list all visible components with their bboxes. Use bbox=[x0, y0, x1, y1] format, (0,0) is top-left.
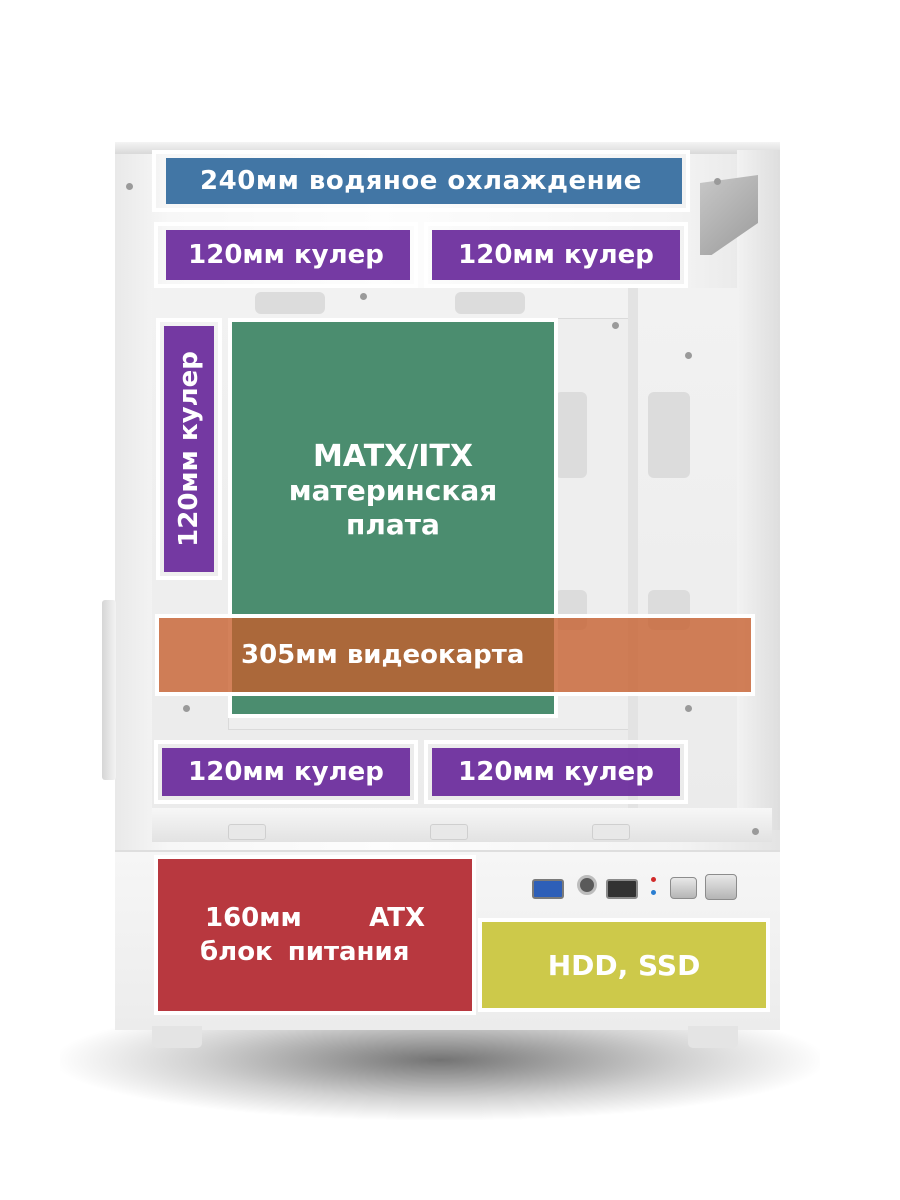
psu-type-label: ATX bbox=[369, 903, 425, 933]
water-cooling-label: 240мм водяное охлаждение bbox=[200, 166, 642, 196]
shelf-notch bbox=[228, 824, 266, 840]
screw bbox=[612, 322, 619, 329]
case-handle bbox=[102, 600, 116, 780]
screw bbox=[714, 178, 721, 185]
storage-label: HDD, SSD bbox=[547, 948, 701, 982]
power-button-icon bbox=[705, 874, 737, 900]
case-side-panel bbox=[737, 150, 780, 830]
fan-top-left-zone: 120мм кулер bbox=[154, 222, 418, 288]
psu-name-label: блок питания bbox=[200, 937, 410, 967]
screw bbox=[752, 828, 759, 835]
shelf-notch bbox=[430, 824, 468, 840]
tray-cutout bbox=[455, 292, 525, 314]
screw bbox=[685, 352, 692, 359]
shelf-notch bbox=[592, 824, 630, 840]
tray-cutout bbox=[648, 392, 690, 478]
tray-cutout bbox=[255, 292, 325, 314]
screw bbox=[126, 183, 133, 190]
screw bbox=[685, 705, 692, 712]
water-cooling-zone: 240мм водяное охлаждение bbox=[152, 150, 690, 212]
storage-zone: HDD, SSD bbox=[478, 918, 770, 1012]
psu-zone: 160мм ATX блок питания bbox=[154, 855, 476, 1015]
usb3-port-icon bbox=[532, 879, 564, 899]
gpu-zone: 305мм видеокарта bbox=[155, 614, 755, 696]
reset-button-icon bbox=[670, 877, 697, 899]
fan-top-right-zone: 120мм кулер bbox=[424, 222, 688, 288]
screw bbox=[360, 293, 367, 300]
tray-cutout bbox=[555, 392, 587, 478]
hdd-led-icon bbox=[651, 890, 656, 895]
fan-bottom-left-zone: 120мм кулер bbox=[154, 740, 418, 804]
case-rib bbox=[628, 288, 638, 808]
gpu-label: 305мм видеокарта bbox=[241, 640, 525, 670]
screw bbox=[183, 705, 190, 712]
audio-jack-icon bbox=[577, 875, 597, 895]
fan-top-left-label: 120мм кулер bbox=[188, 240, 384, 270]
case-foot bbox=[688, 1026, 738, 1048]
fan-side-zone: 120мм кулер bbox=[156, 318, 222, 580]
psu-size-label: 160мм bbox=[205, 903, 302, 933]
fan-bottom-right-zone: 120мм кулер bbox=[424, 740, 688, 804]
motherboard-format-label: MATX/ITX bbox=[312, 439, 474, 474]
motherboard-label-line2: материнская bbox=[288, 474, 498, 507]
power-led-icon bbox=[651, 877, 656, 882]
fan-bottom-right-label: 120мм кулер bbox=[458, 757, 654, 787]
usb2-port-icon bbox=[606, 879, 638, 899]
fan-top-right-label: 120мм кулер bbox=[458, 240, 654, 270]
motherboard-label-line3: плата bbox=[346, 508, 440, 541]
fan-side-label: 120мм кулер bbox=[174, 351, 204, 547]
case-foot bbox=[152, 1026, 202, 1048]
fan-bottom-left-label: 120мм кулер bbox=[188, 757, 384, 787]
